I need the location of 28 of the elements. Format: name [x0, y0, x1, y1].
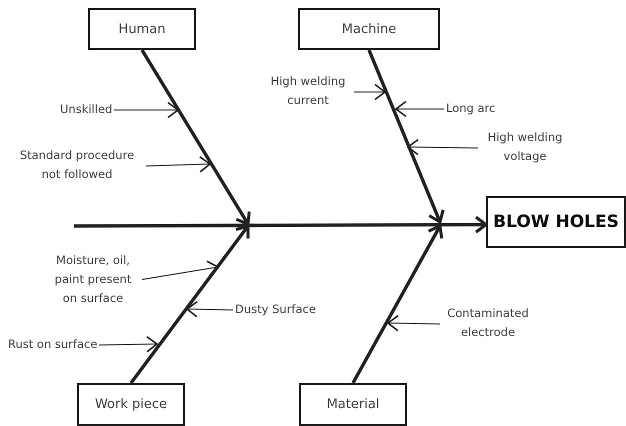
- category-box: Work piece: [77, 383, 185, 426]
- cause-arrow: [142, 260, 219, 280]
- cause-arrow: [395, 100, 444, 118]
- cause-label: Unskilled: [58, 100, 114, 120]
- bone-arrow: [352, 224, 444, 384]
- bone-arrow: [140, 49, 251, 226]
- effect-box: BLOW HOLES: [486, 196, 626, 248]
- cause-label: Standard procedure not followed: [8, 146, 146, 186]
- cause-label: High welding voltage: [478, 128, 572, 168]
- cause-label: Contaminated electrode: [440, 304, 536, 344]
- bone-arrow: [367, 49, 445, 224]
- bone-arrow: [130, 224, 250, 384]
- cause-label: Rust on surface: [6, 335, 100, 355]
- cause-arrow: [146, 156, 211, 173]
- cause-label: Moisture, oil, paint present on surface: [44, 251, 142, 308]
- spine-arrow: [74, 216, 488, 234]
- category-box: Material: [299, 383, 407, 426]
- cause-label: Long arc: [444, 99, 498, 119]
- cause-arrow: [98, 336, 158, 352]
- category-box: Machine: [298, 8, 440, 50]
- cause-arrow: [114, 102, 179, 118]
- cause-label: High welding current: [262, 72, 354, 112]
- cause-arrow: [186, 300, 234, 318]
- cause-arrow: [407, 138, 478, 156]
- cause-label: Dusty Surface: [233, 300, 318, 320]
- cause-arrow: [354, 84, 386, 100]
- category-box: Human: [88, 8, 196, 50]
- cause-arrow: [387, 314, 440, 332]
